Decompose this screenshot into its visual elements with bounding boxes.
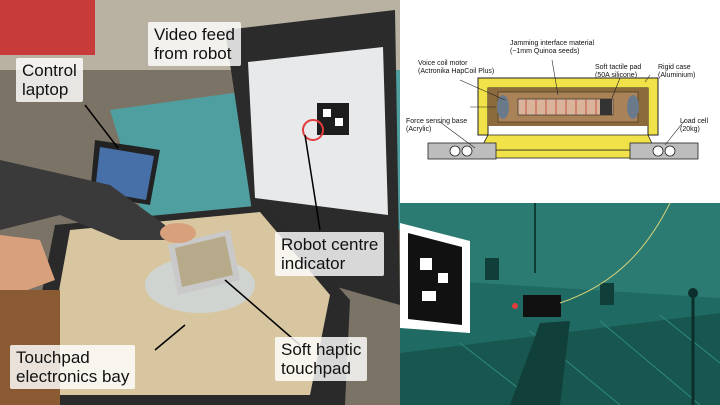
label-load-cell: Load cell (20kg) <box>680 118 709 133</box>
label-haptic-touchpad: Soft haptic touchpad <box>275 337 368 381</box>
setup-photo: Video feed from robot Control laptop Rob… <box>0 0 400 405</box>
underwater-robot <box>523 295 561 317</box>
touchpad-diagram: Jamming interface material (~1mm Quinoa … <box>400 0 720 203</box>
label-voice-coil: Voice coil motor (Actronika HapCoil Plus… <box>418 60 495 75</box>
label-control-laptop: Control laptop <box>16 58 83 102</box>
load-cell-right <box>629 142 699 160</box>
touchpad-cross-section <box>427 59 699 160</box>
label-force-base: Force sensing base (Acrylic) <box>406 118 468 133</box>
label-rigid-case: Rigid case (Aluminium) <box>658 64 696 79</box>
hand <box>160 223 196 243</box>
pointer-bay <box>154 324 186 351</box>
label-touchpad-bay: Touchpad electronics bay <box>10 345 136 389</box>
tether <box>559 203 671 304</box>
voice-coil-shape <box>517 98 614 116</box>
pointer-laptop <box>84 104 119 149</box>
pool-photo <box>400 203 720 405</box>
robot-centre-marker <box>302 119 324 141</box>
label-video-feed: Video feed from robot <box>148 22 241 66</box>
label-jamming: Jamming interface material (~1mm Quinoa … <box>510 40 595 55</box>
ar-marker <box>317 103 349 135</box>
person-arm <box>0 160 170 240</box>
label-tactile-pad: Soft tactile pad (50A silicone) <box>595 64 642 79</box>
crate-shape <box>0 0 95 55</box>
label-robot-centre: Robot centre indicator <box>275 232 385 276</box>
pointer-robot-centre <box>304 134 321 231</box>
pointer-touchpad <box>224 279 301 346</box>
robot-red-light <box>512 303 518 309</box>
pool-scene <box>400 203 720 405</box>
